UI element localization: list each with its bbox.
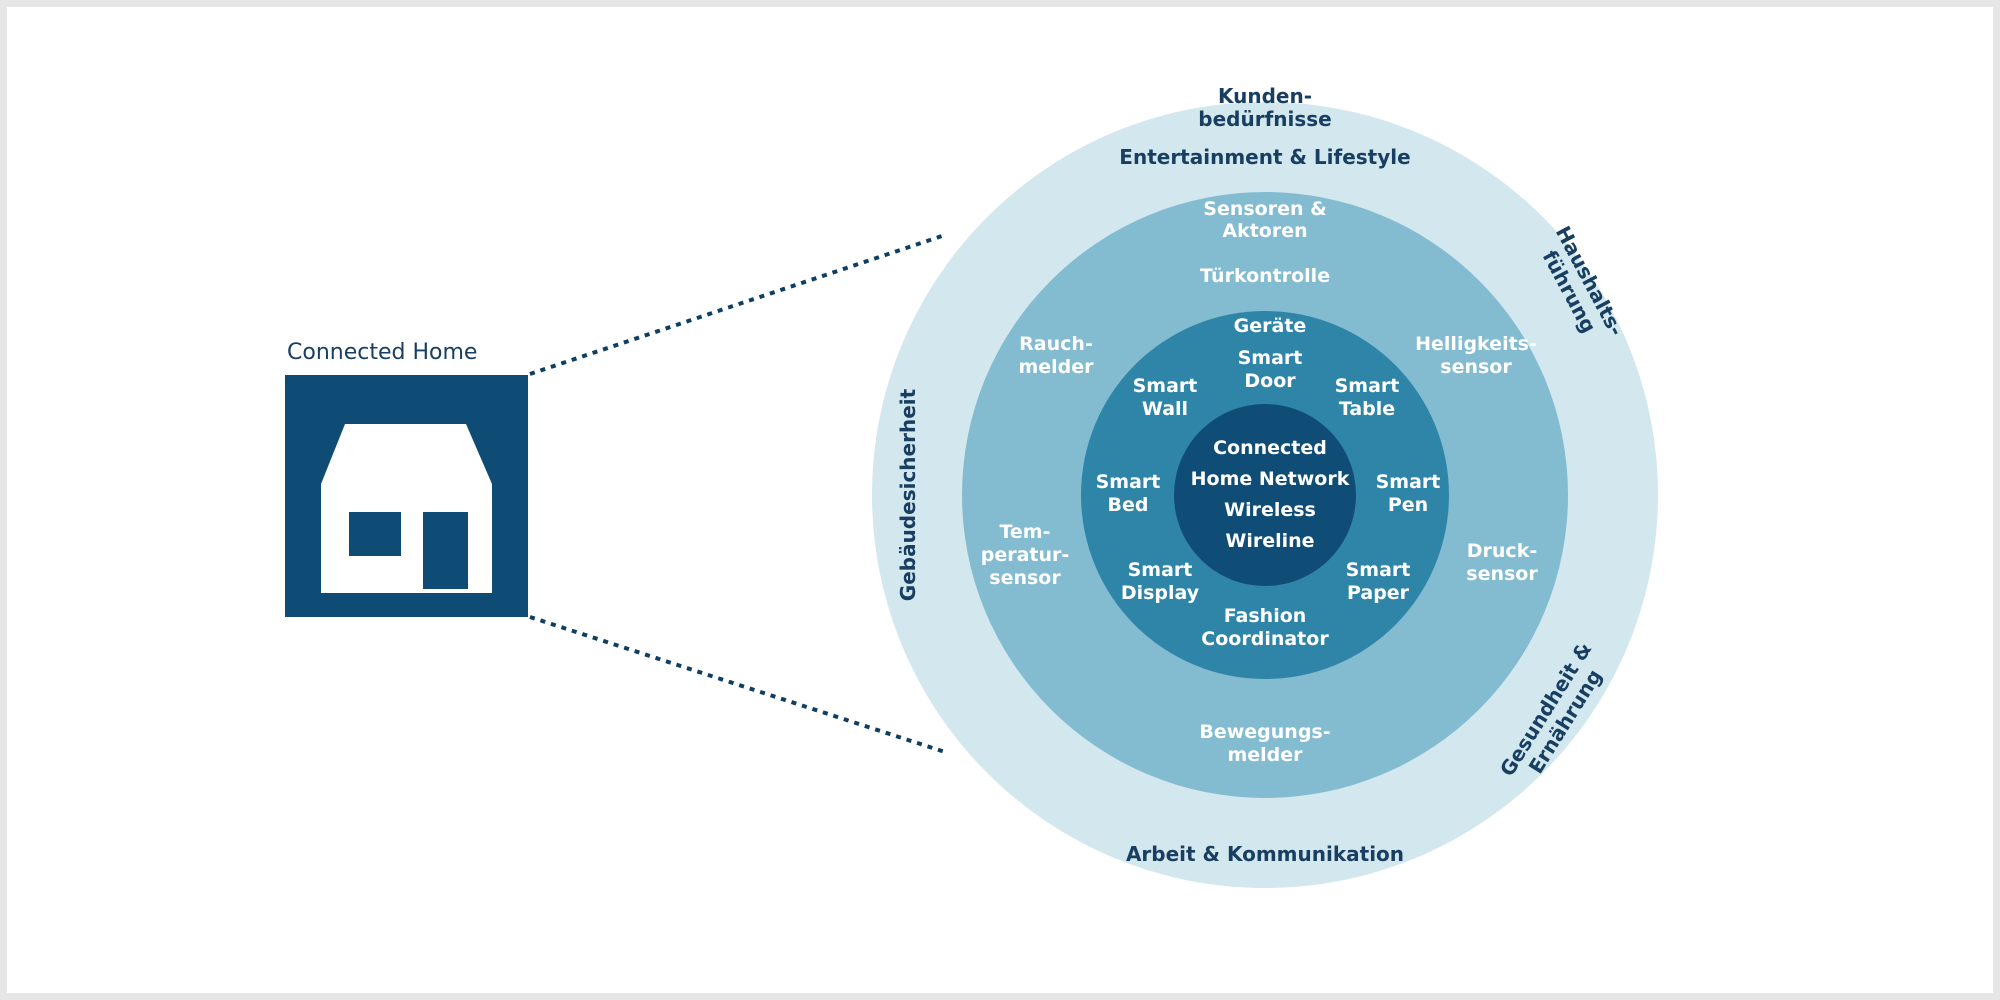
label-kundenbeduerfnisse-2: bedürfnisse — [1198, 107, 1331, 131]
label-tuerkontrolle: Türkontrolle — [1200, 265, 1330, 287]
label-geraete: Geräte — [1234, 315, 1307, 337]
label-smart-pen-1: Smart — [1376, 471, 1441, 493]
label-smart-wall-2: Wall — [1142, 398, 1188, 420]
label-smart-table-2: Table — [1339, 398, 1395, 420]
label-drucksensor-2: sensor — [1466, 563, 1538, 585]
connector-line-top — [529, 233, 946, 376]
connected-home-title: Connected Home — [287, 340, 477, 365]
label-smart-table-1: Smart — [1335, 375, 1400, 397]
label-smart-paper-1: Smart — [1346, 559, 1411, 581]
label-smart-wall-1: Smart — [1133, 375, 1198, 397]
label-entertainment-lifestyle: Entertainment & Lifestyle — [1119, 145, 1410, 169]
label-temperatursensor-2: peratur- — [981, 544, 1070, 566]
label-arbeit-kommunikation: Arbeit & Kommunikation — [1126, 842, 1404, 866]
label-smart-display-1: Smart — [1128, 559, 1193, 581]
label-kundenbeduerfnisse-1: Kunden- — [1218, 84, 1312, 108]
label-smart-bed-1: Smart — [1096, 471, 1161, 493]
label-sensoren-1: Sensoren & — [1203, 198, 1326, 220]
label-fashion-2: Coordinator — [1201, 628, 1329, 650]
connector-line-bottom — [529, 615, 946, 754]
label-smart-pen-2: Pen — [1388, 494, 1428, 516]
label-smart-paper-2: Paper — [1347, 582, 1410, 604]
label-temperatursensor-3: sensor — [989, 567, 1061, 589]
label-core-3: Wireless — [1224, 499, 1316, 521]
label-helligkeitssensor-1: Helligkeits- — [1415, 333, 1537, 355]
label-core-1: Connected — [1213, 437, 1327, 459]
label-fashion-1: Fashion — [1224, 605, 1307, 627]
label-bewegungsmelder-1: Bewegungs- — [1199, 721, 1330, 743]
label-smart-door-1: Smart — [1238, 347, 1303, 369]
label-smart-door-2: Door — [1244, 370, 1296, 392]
label-core-2: Home Network — [1191, 468, 1350, 490]
label-rauchmelder-2: melder — [1018, 356, 1094, 378]
label-sensoren-2: Aktoren — [1222, 220, 1307, 242]
label-smart-display-2: Display — [1121, 582, 1200, 604]
label-drucksensor-1: Druck- — [1467, 540, 1537, 562]
ring-core — [1174, 404, 1356, 586]
house-icon — [285, 375, 528, 617]
label-gebaeudesicherheit: Gebäudesicherheit — [896, 388, 920, 601]
label-temperatursensor-1: Tem- — [999, 521, 1050, 543]
label-smart-bed-2: Bed — [1108, 494, 1149, 516]
label-rauchmelder-1: Rauch- — [1019, 333, 1093, 355]
label-helligkeitssensor-2: sensor — [1440, 356, 1512, 378]
label-core-4: Wireline — [1225, 530, 1314, 552]
label-bewegungsmelder-2: melder — [1227, 744, 1303, 766]
